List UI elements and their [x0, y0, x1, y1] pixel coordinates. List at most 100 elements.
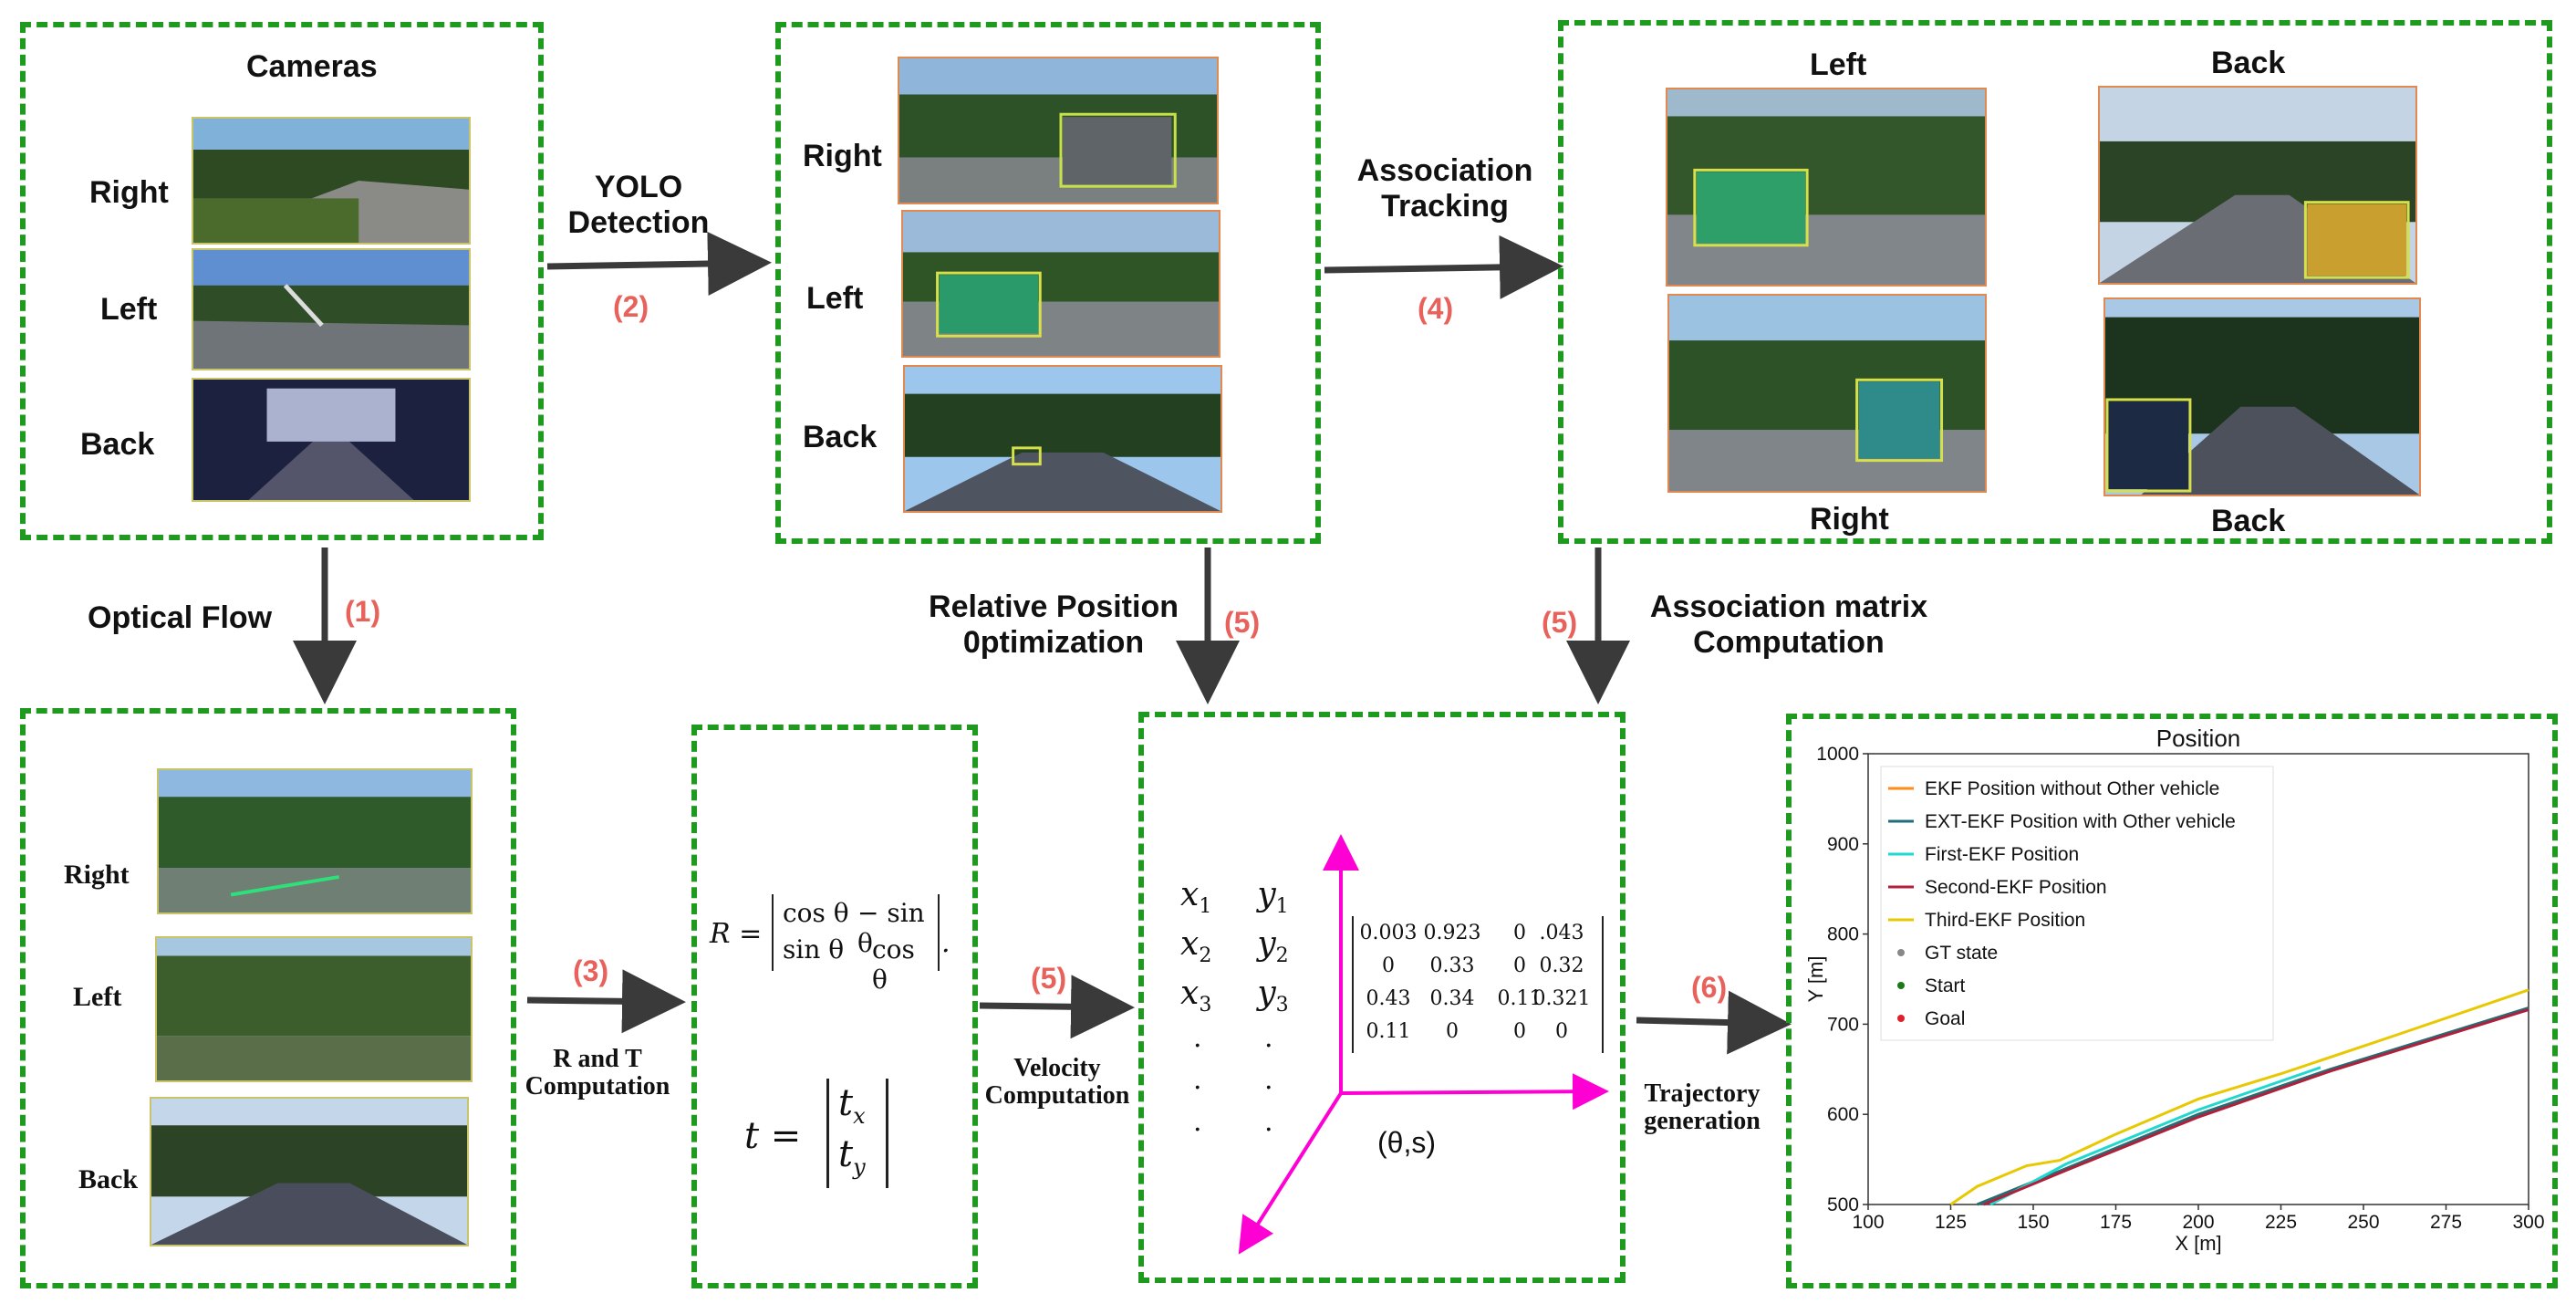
- matrix-cell: 0: [1513, 922, 1526, 944]
- matrix-cell: 0: [1446, 1020, 1459, 1043]
- yolo-right-image: [898, 57, 1219, 204]
- matrix-cell: 0.11: [1366, 1020, 1411, 1043]
- matrix-cell: 0.43: [1366, 987, 1411, 1010]
- series-line: [1949, 988, 2529, 1206]
- yolo-right-label: Right: [803, 139, 882, 173]
- legend-entry: Start: [1925, 975, 1966, 996]
- assoc-back-bottom-label: Back: [2211, 504, 2286, 538]
- yolo-back-label: Back: [803, 420, 878, 454]
- yolo-left-image: [901, 210, 1220, 358]
- rt-equation-box: [691, 725, 978, 1288]
- optical-flow-box: [20, 708, 516, 1288]
- matrix-cell: 0.34: [1429, 987, 1475, 1010]
- association-matrix-step: (5): [1542, 606, 1578, 639]
- flow-left-image: [155, 936, 473, 1082]
- y-tick-label: 900: [1827, 834, 1859, 855]
- flow-back-label: Back: [78, 1164, 139, 1194]
- x-tick-label: 150: [2017, 1212, 2049, 1233]
- r-matrix: cos θ − sin θ sin θ cos θ: [772, 894, 940, 995]
- association-box: [1558, 20, 2552, 544]
- x-tick-label: 200: [2182, 1212, 2214, 1233]
- y-tick-label: 800: [1827, 924, 1859, 945]
- yolo-step: (2): [613, 290, 649, 323]
- assoc-left-image: [1666, 88, 1987, 287]
- assoc-left-label: Left: [1810, 47, 1867, 82]
- matrix-cell: 0: [1513, 1020, 1526, 1043]
- x-tick-label: 175: [2100, 1212, 2132, 1233]
- legend-entry: Goal: [1925, 1008, 1965, 1029]
- series-line: [1983, 1008, 2529, 1206]
- legend-entry: Third-EKF Position: [1925, 910, 2085, 931]
- coordinates-box: [1138, 712, 1626, 1283]
- matrix-cell: .043: [1539, 922, 1584, 944]
- coordinate-dot: .: [1193, 1064, 1202, 1096]
- coordinate-dot: .: [1264, 1064, 1273, 1096]
- arrow-association: [1324, 235, 1563, 299]
- arrow-yolo: [546, 231, 772, 296]
- x-tick-label: 225: [2265, 1212, 2297, 1233]
- assoc-right-image: [1667, 294, 1987, 493]
- relative-position-step: (5): [1224, 606, 1261, 639]
- coordinate-dot: .: [1193, 1106, 1202, 1138]
- matrix-cell: 0: [1555, 1020, 1568, 1043]
- t-equation-lhs: t =: [744, 1115, 802, 1157]
- x-tick-label: 100: [1852, 1212, 1884, 1233]
- legend-marker: [1897, 949, 1905, 956]
- arrow-velocity: [979, 975, 1135, 1039]
- coordinate-dot: .: [1264, 1106, 1273, 1138]
- matrix-cell: 0: [1513, 954, 1526, 977]
- y-tick-label: 700: [1827, 1014, 1859, 1035]
- yolo-left-label: Left: [806, 281, 864, 316]
- legend-box: [1880, 766, 2274, 1041]
- optical-flow-step: (1): [345, 595, 381, 628]
- legend-entry: EKF Position without Other vehicle: [1925, 778, 2219, 799]
- y-axis-label: Y [m]: [1804, 956, 1827, 1003]
- velocity-step: (5): [1031, 962, 1067, 995]
- camera-right-label: Right: [89, 175, 169, 210]
- matrix-cell: 0.33: [1429, 954, 1475, 977]
- rt-step: (3): [573, 954, 609, 987]
- camera-back-label: Back: [80, 427, 155, 462]
- t-vector: tx ty: [826, 1079, 888, 1188]
- y-tick-label: 500: [1827, 1194, 1859, 1215]
- position-chart-box: [1786, 714, 2558, 1288]
- yolo-box: [775, 22, 1321, 544]
- matrix-cell: 0.11: [1497, 987, 1542, 1010]
- flow-right-image: [157, 768, 473, 914]
- r-equation-lhs: R =: [710, 918, 763, 950]
- assoc-back-top-label: Back: [2211, 46, 2286, 80]
- matrix-cell: 0.923: [1423, 922, 1481, 944]
- legend-entry: Second-EKF Position: [1925, 877, 2107, 898]
- matrix-cell: 0.32: [1539, 954, 1584, 977]
- matrix-cell: 0.003: [1359, 922, 1418, 944]
- cameras-box: [20, 22, 544, 540]
- camera-left-label: Left: [100, 292, 158, 327]
- assoc-back-bottom-image: [2103, 297, 2421, 496]
- legend-entry: First-EKF Position: [1925, 844, 2079, 865]
- chart-title: Position: [2156, 725, 2241, 752]
- camera-back-image: [192, 378, 471, 502]
- optical-flow-label: Optical Flow: [88, 600, 273, 635]
- flow-left-label: Left: [73, 982, 122, 1012]
- matrix-cell: 0.321: [1532, 987, 1591, 1010]
- y-tick-label: 1000: [1816, 744, 1859, 765]
- x-tick-label: 125: [1935, 1212, 1967, 1233]
- assoc-right-label: Right: [1810, 502, 1889, 537]
- x-tick-label: 275: [2430, 1212, 2462, 1233]
- x-axis-label: X [m]: [2175, 1232, 2221, 1255]
- legend-entry: EXT-EKF Position with Other vehicle: [1925, 811, 2236, 832]
- series-line: [1989, 1066, 2322, 1206]
- legend-marker: [1897, 982, 1905, 989]
- legend-entry: GT state: [1925, 943, 1998, 964]
- legend-marker: [1897, 1015, 1905, 1022]
- flow-back-image: [150, 1097, 469, 1246]
- arrow-rt: [526, 969, 686, 1034]
